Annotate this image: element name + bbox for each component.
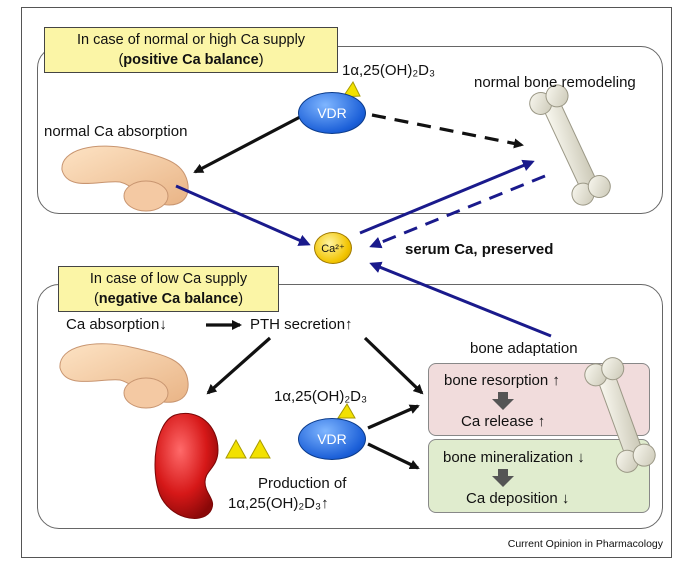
arrow-ca-to-bone [359,159,535,235]
hormone-label-top: 1α,25(OH)₂D₃ [342,62,436,79]
normal-ca-absorption: normal Ca absorption [44,123,188,140]
negative-balance-label: In case of low Ca supply (negative Ca ba… [58,266,279,312]
serum-ca-preserved: serum Ca, preserved [405,241,554,258]
positive-balance-panel [37,46,663,214]
negative-balance-panel [37,284,663,529]
arrow-vdr-to-absorption [193,115,301,174]
bone-icon-bottom [584,357,656,473]
resorption-down-arrow [492,392,514,410]
bone-adaptation: bone adaptation [470,340,578,357]
negative-title: In case of low Ca supply [89,271,248,287]
arrow-pth-to-resorption [363,336,424,395]
production-line1: Production of [258,475,347,492]
pth-secretion-up: PTH secretion↑ [250,316,353,333]
vdr-bottom: VDR [298,418,366,460]
hormone-label-bottom: 1α,25(OH)₂D₃ [274,388,368,405]
mineralization-down-arrow [492,469,514,487]
figure-frame [21,7,672,558]
intestine-icon-top [61,145,189,212]
arrow-vdr-to-mineralization [367,442,420,470]
kidney-icon [154,413,219,519]
arrow-bone-adaptation-to-ca [369,261,552,338]
bone-mineralization-down: bone mineralization ↓ [443,449,585,466]
hormone-triangle-bottom-icon [337,403,356,419]
positive-balance-label: In case of normal or high Ca supply (pos… [44,27,338,73]
vdr-top: VDR [298,92,366,134]
arrow-vdr-to-resorption [367,404,420,430]
bone-icon-top [529,84,611,206]
vdr-top-label: VDR [317,105,347,121]
normal-bone-remodeling: normal bone remodeling [474,74,636,91]
production-line2: 1α,25(OH)₂D₃↑ [228,495,329,512]
bone-mineralization-box [428,439,650,513]
negative-subtitle: (negative Ca balance) [93,291,244,307]
intestine-icon-bottom [59,343,189,409]
arrow-vdr-to-bone-dashed [371,113,524,149]
positive-title: In case of normal or high Ca supply [76,32,306,48]
calcium-ion-label: Ca²⁺ [321,242,345,255]
ca-release-up: Ca release ↑ [461,413,546,430]
ca-deposition-down: Ca deposition ↓ [466,490,570,507]
positive-subtitle: (positive Ca balance) [118,52,264,68]
bone-resorption-up: bone resorption ↑ [444,372,560,389]
arrow-absorption-to-ca [175,184,311,246]
arrow-bone-to-ca-dashed [369,174,546,249]
ca-absorption-down: Ca absorption↓ [66,316,167,333]
hormone-triangles-icon [0,0,318,459]
credit-line: Current Opinion in Pharmacology [507,538,663,550]
calcium-ion: Ca²⁺ [314,232,352,264]
vdr-bottom-label: VDR [317,431,347,447]
arrow-pth-to-kidney [206,336,272,395]
